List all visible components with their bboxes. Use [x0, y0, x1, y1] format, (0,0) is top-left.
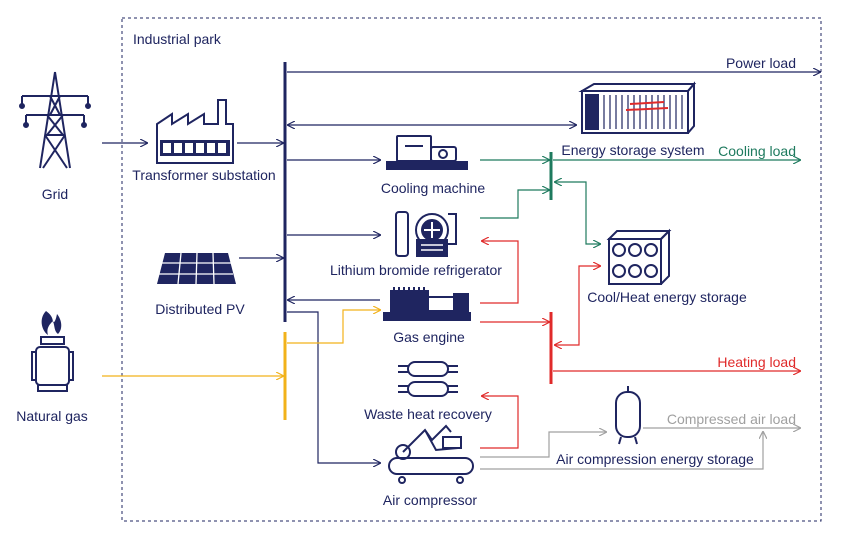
energy-storage-system-label: Energy storage system	[561, 142, 704, 158]
gas-to-engine-arrow	[287, 310, 380, 344]
solar-panel-icon	[157, 252, 236, 285]
grid-label: Grid	[42, 186, 68, 202]
gas-tank-icon	[31, 311, 74, 392]
heating-load-label: Heating load	[717, 354, 796, 370]
power-load-label: Power load	[726, 55, 796, 71]
industrial-park-boundary	[121, 17, 822, 522]
refrigerator-icon	[395, 211, 457, 257]
compressed-air-load-label: Compressed air load	[667, 411, 796, 427]
gas-engine-heat-to-refrigerator-arrow	[480, 241, 519, 304]
air-compressor-icon	[388, 424, 474, 484]
transmission-tower-icon	[19, 71, 91, 169]
heat-storage-arrow	[555, 266, 600, 345]
refrigerator-to-cooling-bus-arrow	[480, 190, 549, 219]
natural-gas-label: Natural gas	[16, 408, 88, 424]
transformer-substation-label: Transformer substation	[132, 167, 275, 183]
lithium-bromide-refrigerator-label: Lithium bromide refrigerator	[330, 262, 502, 278]
heat-exchanger-icon	[398, 361, 458, 397]
air-compression-storage-label: Air compression energy storage	[556, 451, 754, 467]
air-compressor-to-waste-heat-arrow	[480, 396, 519, 449]
industrial-park-label: Industrial park	[133, 31, 222, 47]
cooling-load-label: Cooling load	[718, 143, 796, 159]
cool-heat-storage-label: Cool/Heat energy storage	[587, 289, 747, 305]
bus-to-air-compressor-arrow	[287, 311, 380, 463]
factory-icon	[156, 99, 234, 164]
waste-heat-recovery-label: Waste heat recovery	[364, 406, 492, 422]
cooling-machine-icon	[386, 135, 468, 170]
air-compressor-label: Air compressor	[383, 492, 477, 508]
cooling-storage-arrow	[555, 182, 600, 244]
thermal-storage-icon	[606, 228, 672, 285]
battery-container-icon	[578, 81, 697, 134]
distributed-pv-label: Distributed PV	[155, 301, 245, 317]
compressor-to-air-storage-arrow	[480, 432, 606, 458]
air-tank-icon	[615, 386, 641, 445]
compressor-to-air-load-arrow	[480, 432, 763, 470]
gas-engine-label: Gas engine	[393, 329, 465, 345]
cooling-machine-label: Cooling machine	[381, 180, 485, 196]
gas-engine-icon	[383, 287, 471, 321]
